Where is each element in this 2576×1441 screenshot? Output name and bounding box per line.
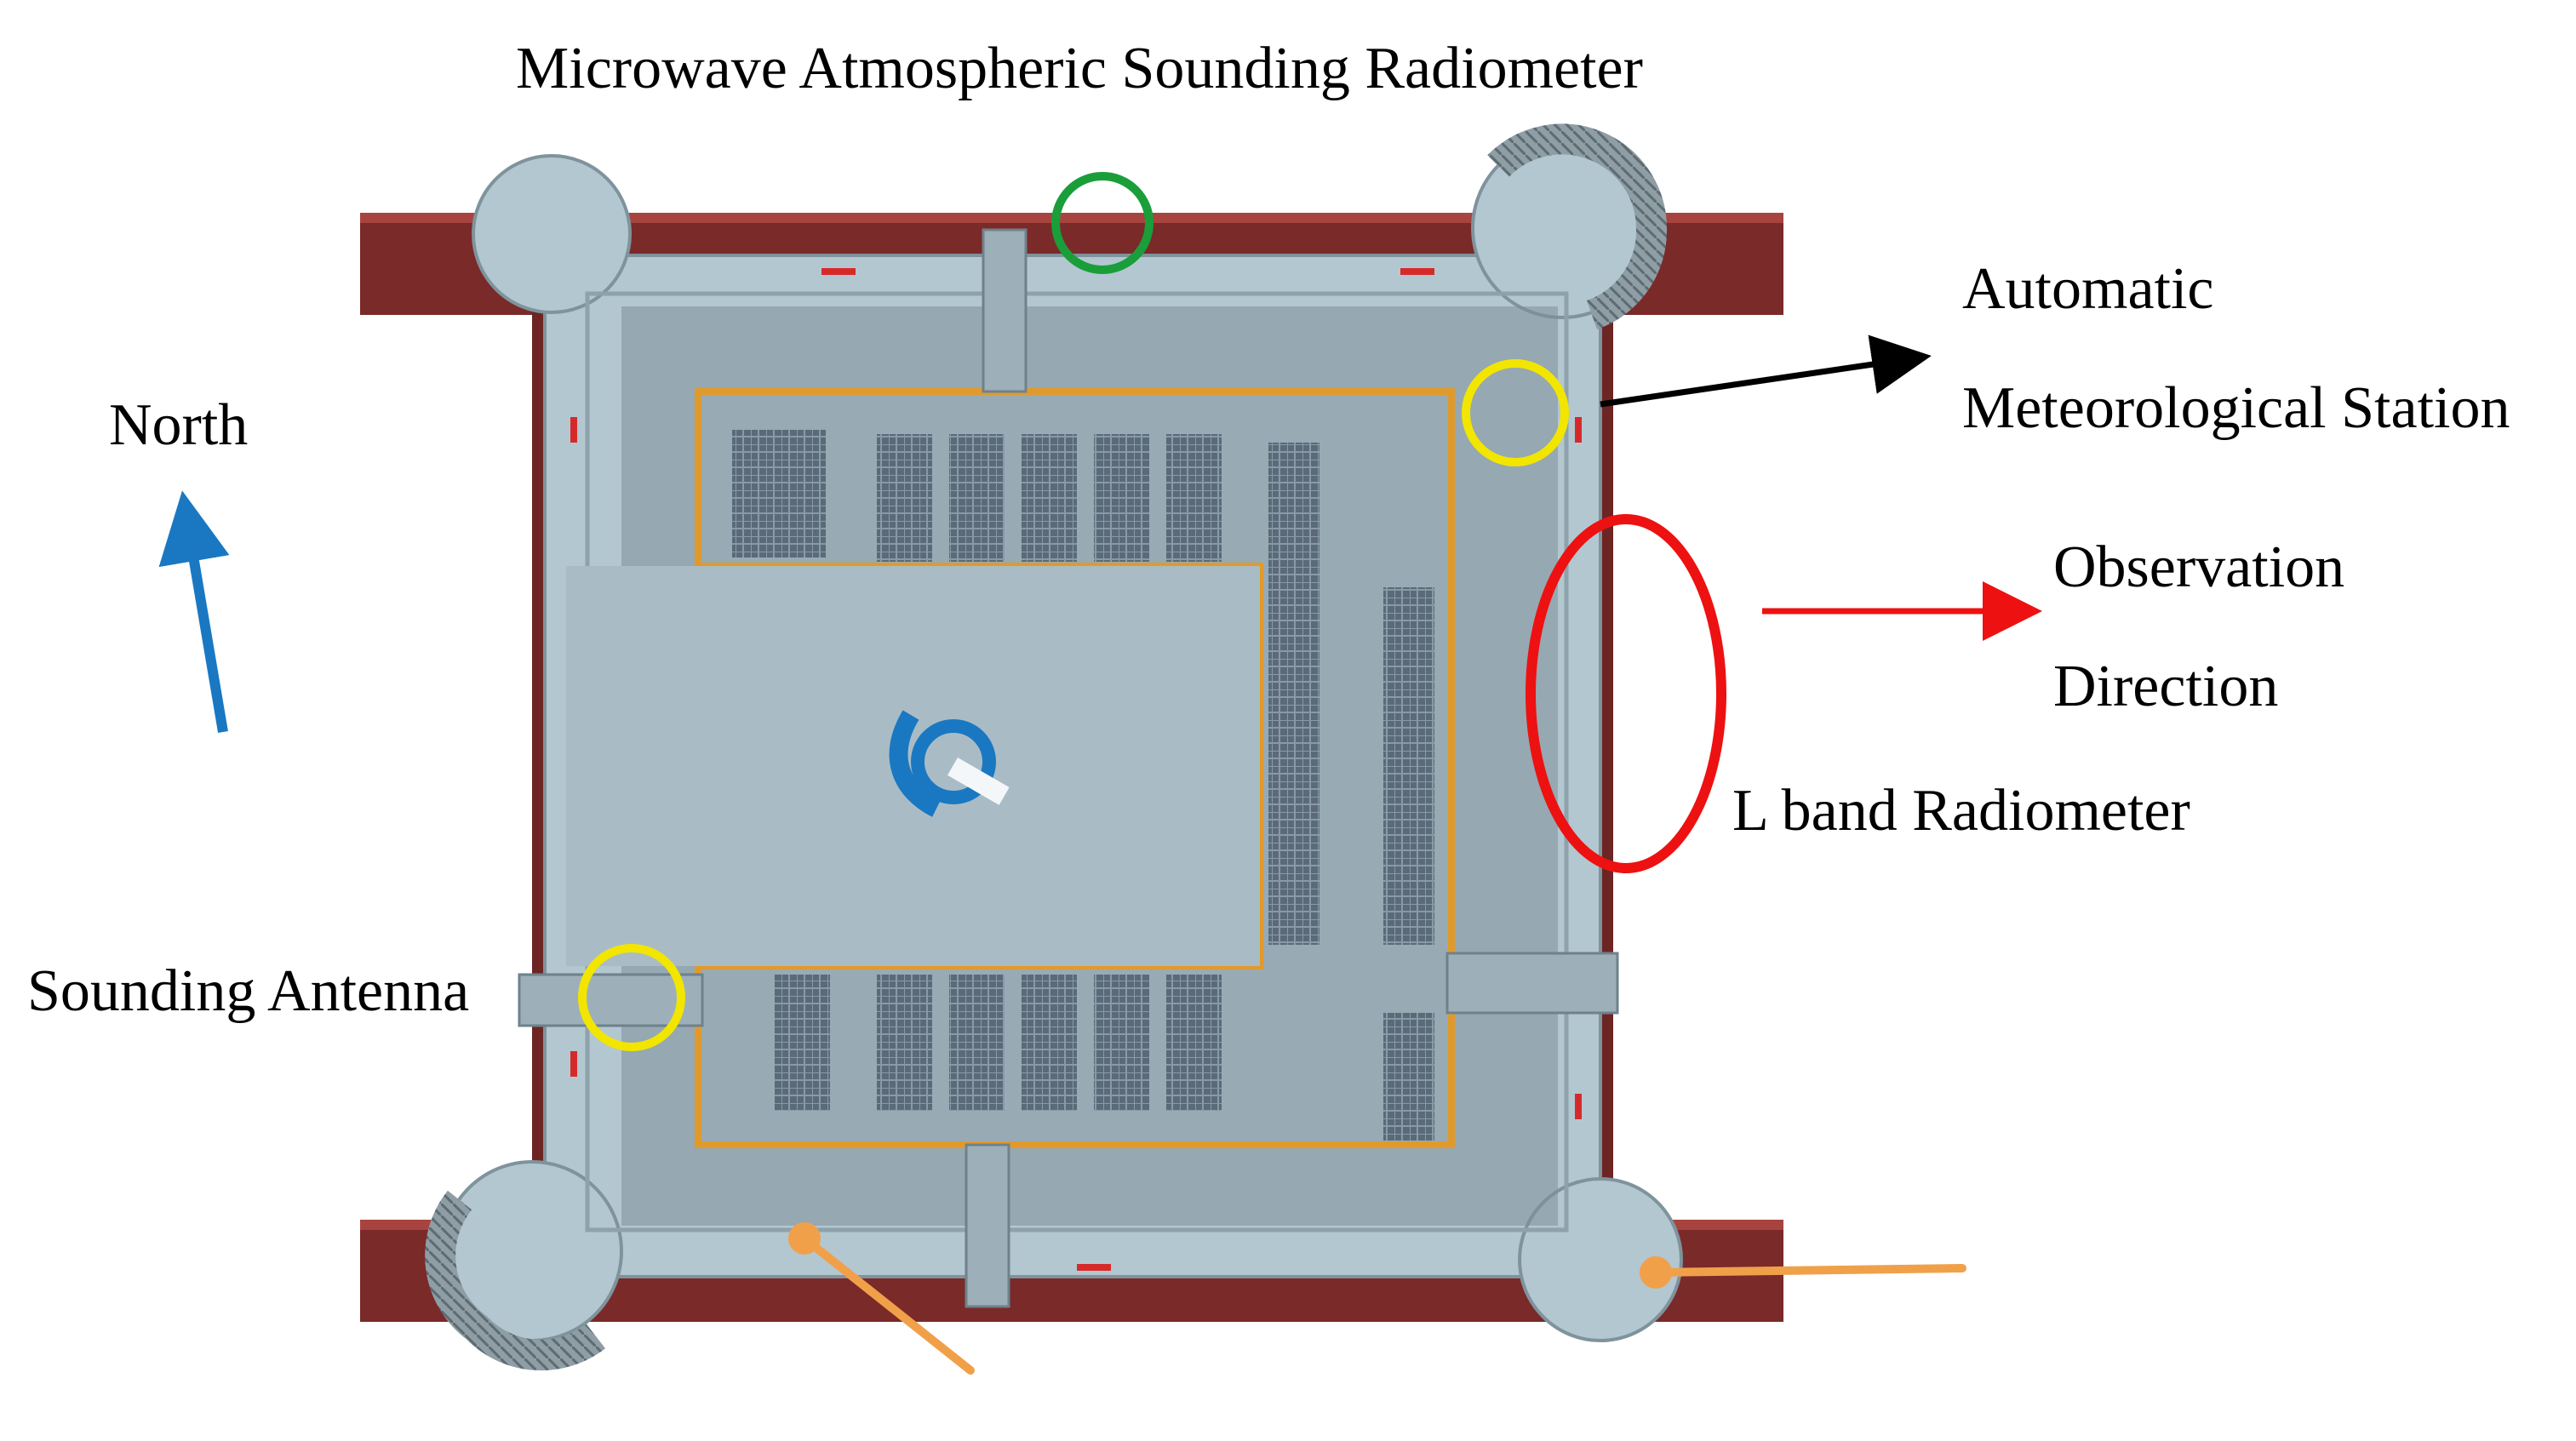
automatic-label: Automatic	[1962, 256, 2214, 322]
met-station-pointer	[1600, 335, 1932, 408]
solar-panels-bottom	[775, 975, 1222, 1111]
gangway-south	[965, 1143, 1010, 1308]
corner-stair-sw	[425, 1190, 606, 1371]
helipad-logo	[889, 710, 1010, 817]
marker-l-band-radiometer	[1526, 514, 1726, 873]
corner-stair-ne	[1487, 123, 1668, 329]
crane-arms	[788, 1222, 1966, 1375]
solar-panels-right	[1268, 443, 1434, 1141]
marker-microwave-radiometer	[1051, 172, 1153, 274]
gangway-west	[518, 973, 704, 1027]
solar-panels-top	[732, 430, 1222, 562]
microwave-radiometer-label: Microwave Atmospheric Sounding Radiomete…	[516, 36, 1643, 101]
sounding-antenna-label: Sounding Antenna	[27, 958, 470, 1024]
marker-sounding-antenna	[578, 944, 685, 1051]
deck-markings	[570, 268, 1582, 1271]
meteorological-station-label: Meteorological Station	[1962, 375, 2510, 441]
direction-label: Direction	[2053, 654, 2279, 719]
l-band-radiometer-label: L band Radiometer	[1732, 778, 2190, 843]
observation-label: Observation	[2053, 535, 2345, 600]
gangway-east	[1445, 952, 1619, 1015]
north-label: North	[109, 392, 249, 458]
gangway-north	[982, 228, 1028, 393]
marker-met-station	[1462, 359, 1569, 466]
north-arrow	[158, 490, 230, 734]
